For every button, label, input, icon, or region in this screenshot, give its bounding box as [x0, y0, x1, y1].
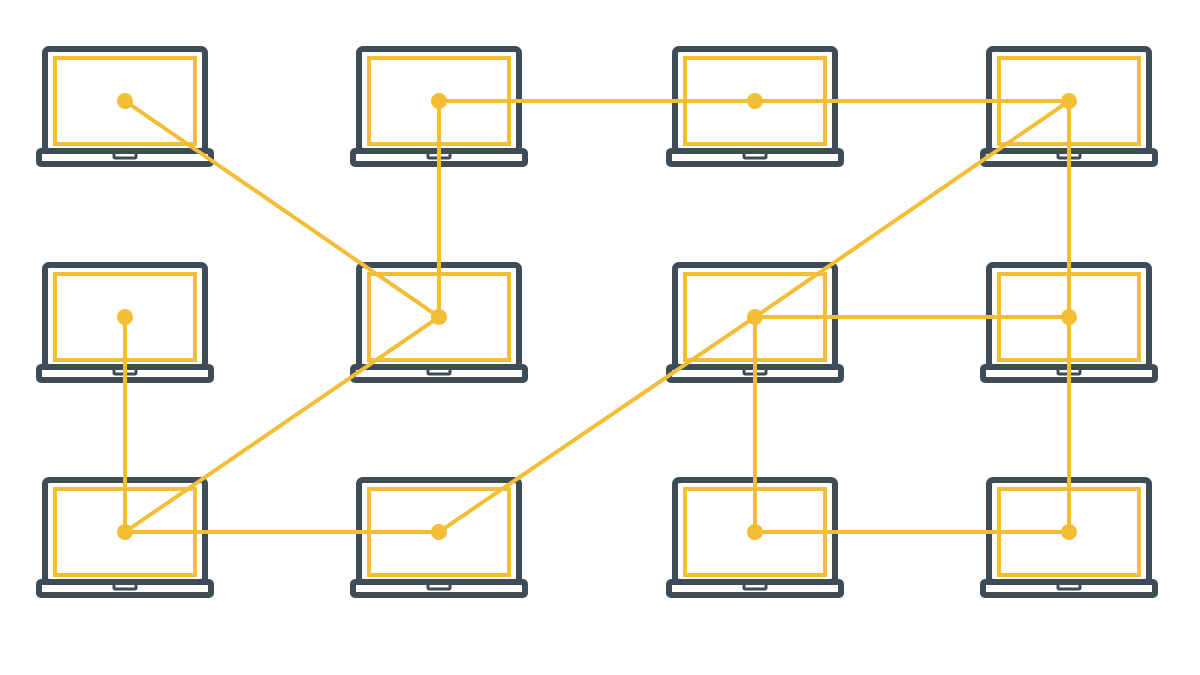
node-dot: [117, 93, 133, 109]
laptop-notch: [1056, 581, 1082, 591]
node-dot: [747, 309, 763, 325]
laptop-notch: [112, 150, 138, 160]
laptop-icon: [36, 46, 214, 167]
node-dot: [747, 93, 763, 109]
laptop-screen: [53, 56, 197, 146]
node-dot: [117, 524, 133, 540]
node-dots-layer: [117, 93, 1077, 540]
laptop-notch: [742, 581, 768, 591]
laptop-notch: [426, 366, 452, 376]
node-dot: [747, 524, 763, 540]
links-layer: [123, 99, 1071, 534]
network-link: [753, 99, 1071, 319]
laptop-notch: [742, 150, 768, 160]
network-link: [123, 99, 441, 319]
node-dot: [431, 309, 447, 325]
laptop-notch: [112, 581, 138, 591]
network-link: [123, 315, 441, 534]
node-dot: [117, 309, 133, 325]
node-dot: [1061, 93, 1077, 109]
node-dot: [431, 524, 447, 540]
network-link: [437, 315, 757, 534]
laptop-notch: [426, 581, 452, 591]
node-dot: [431, 93, 447, 109]
node-dot: [1061, 524, 1077, 540]
node-dot: [1061, 309, 1077, 325]
